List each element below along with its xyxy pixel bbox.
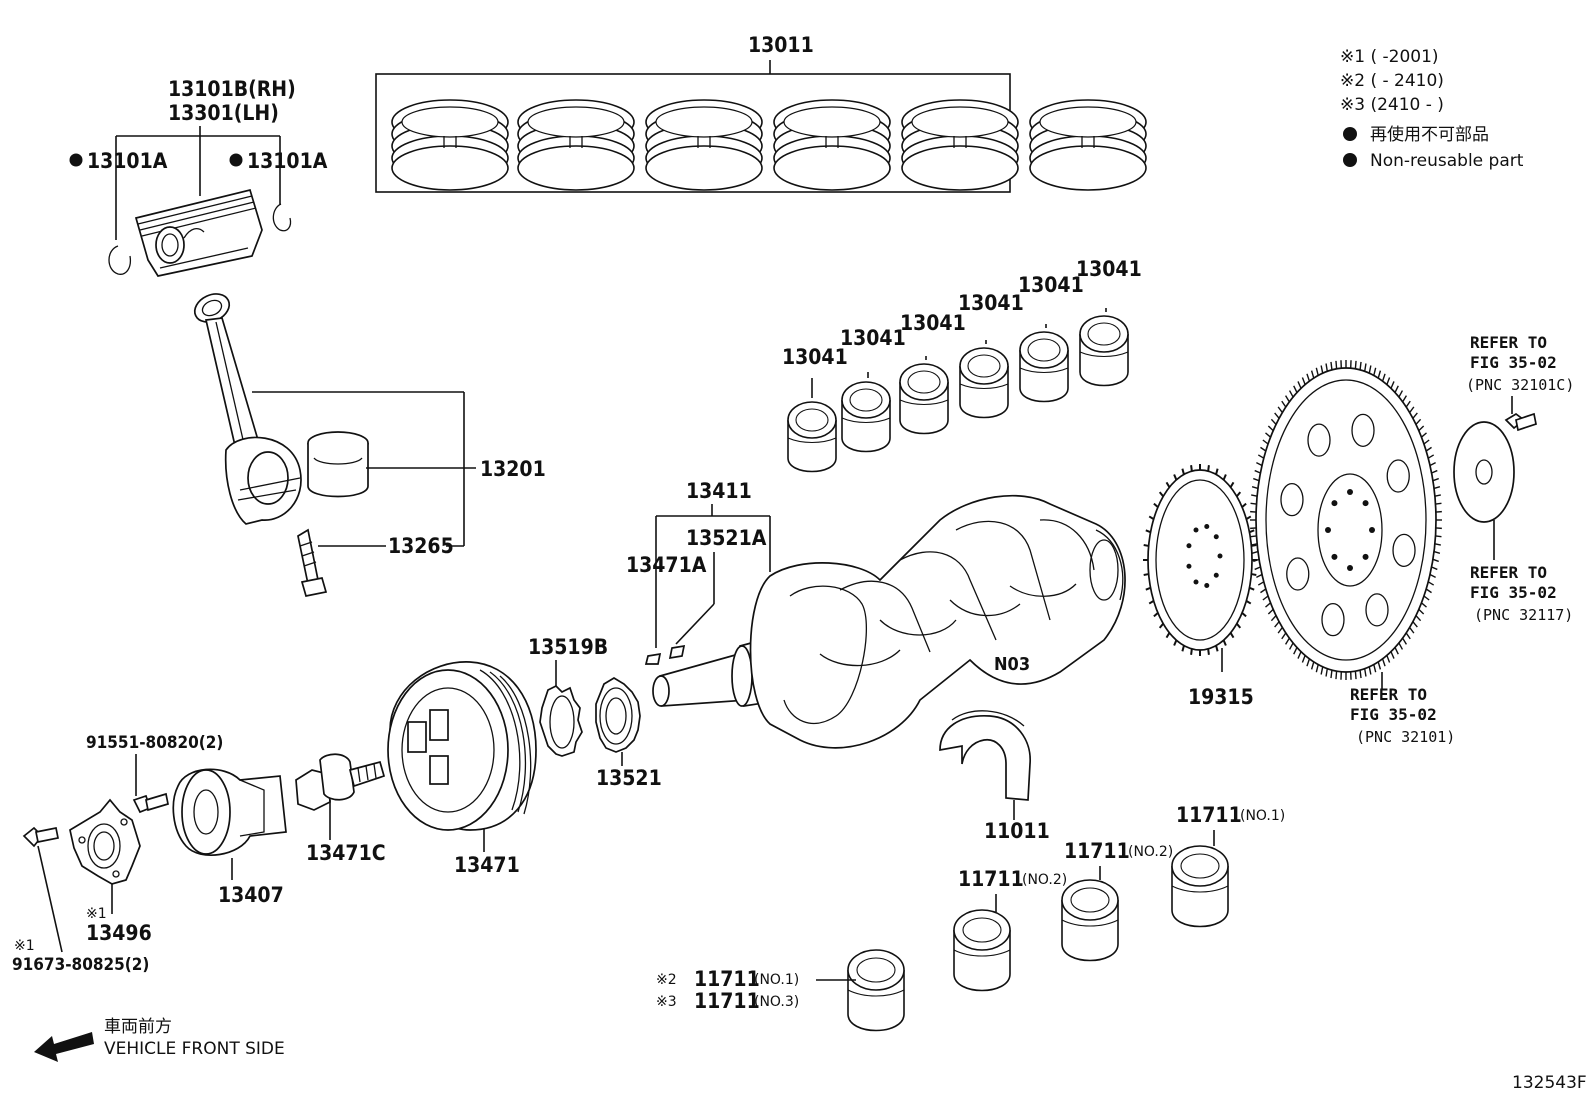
drive-plate-illustration: 19315 REFER TO FIG 35-02 (PNC 32101C) RE…	[1143, 333, 1574, 746]
non-reusable-dot-icon	[1343, 153, 1357, 167]
no2-right: (NO.2)	[1128, 844, 1173, 860]
keys-and-gears-illustration: 13411 13521A 13471A 13519B 13521	[528, 479, 771, 790]
legend: ※1 ( -2001) ※2 ( - 2410) ※3 (2410 - ) 再使…	[1340, 47, 1524, 171]
part-13496-label[interactable]: 13496	[86, 921, 152, 945]
part-19315-label[interactable]: 19315	[1188, 685, 1254, 709]
part-13101a-left-label[interactable]: 13101A	[87, 149, 168, 173]
part-13011-label[interactable]: 13011	[748, 33, 814, 57]
crank-pulley-illustration: 13471	[387, 661, 537, 877]
non-reusable-dot-icon	[1343, 127, 1357, 141]
piston-illustration: 13101B(RH) 13301(LH) 13101A 13101A	[69, 77, 328, 277]
part-13519b-label[interactable]: 13519B	[528, 635, 608, 659]
part-13041-label-3[interactable]: 13041	[900, 311, 966, 335]
bearing-shell	[899, 356, 949, 435]
part-11011-label[interactable]: 11011	[984, 819, 1050, 843]
part-11711-no2-left-label[interactable]: 11711	[958, 867, 1024, 891]
main-bearing-shell	[953, 909, 1011, 992]
part-13407-label[interactable]: 13407	[218, 883, 284, 907]
figure-id: 132543F	[1512, 1073, 1587, 1093]
refer-2-fig[interactable]: FIG 35-02	[1470, 583, 1557, 602]
crank-bearings-13041-illustration: 13041 13041 13041 13041 13041 13041	[782, 257, 1142, 473]
piston-ring-set	[645, 99, 763, 191]
pulley-bolt-illustration: 13471C	[295, 753, 386, 865]
no1-top: (NO.1)	[1240, 808, 1285, 824]
refer-3-fig[interactable]: FIG 35-02	[1350, 705, 1437, 724]
part-13101a-right-label[interactable]: 13101A	[247, 149, 328, 173]
part-11711-s3-label[interactable]: 11711	[694, 989, 760, 1013]
piston-ring-set	[773, 99, 891, 191]
bearing-shell	[1079, 308, 1129, 387]
connecting-rod-illustration: 13201 13265	[193, 293, 546, 597]
no1-bottom: (NO.1)	[754, 972, 799, 988]
part-91551-label[interactable]: 91551-80820(2)	[86, 733, 223, 753]
front-label-en: VEHICLE FRONT SIDE	[104, 1039, 285, 1059]
part-11711-no2-right-label[interactable]: 11711	[1064, 839, 1130, 863]
marker-s1-91673: ※1	[14, 938, 35, 954]
part-13471a-label[interactable]: 13471A	[626, 553, 707, 577]
legend-s1: ※1 ( -2001)	[1340, 47, 1439, 67]
non-reusable-dot-icon	[229, 153, 243, 167]
refer-1-title: REFER TO	[1470, 333, 1547, 352]
refer-1-pnc: (PNC 32101C)	[1466, 376, 1574, 394]
part-13471c-label[interactable]: 13471C	[306, 841, 386, 865]
refer-2-pnc: (PNC 32117)	[1474, 606, 1573, 624]
part-13471-label[interactable]: 13471	[454, 853, 520, 877]
front-label-jp: 車両前方	[104, 1017, 172, 1037]
front-arrow-icon	[34, 1032, 94, 1062]
non-reusable-dot-icon	[69, 153, 83, 167]
bearing-shell	[959, 340, 1009, 419]
part-13521a-label[interactable]: 13521A	[686, 526, 767, 550]
marker-s1-13496: ※1	[86, 906, 107, 922]
refer-3-pnc: (PNC 32101)	[1356, 728, 1455, 746]
part-11711-no1-top-label[interactable]: 11711	[1176, 803, 1242, 827]
pulley-hub-illustration: 13407	[172, 768, 287, 907]
part-13041-label-1[interactable]: 13041	[782, 345, 848, 369]
thrust-washer-illustration: 11011	[939, 710, 1050, 843]
legend-s3: ※3 (2410 - )	[1340, 95, 1444, 115]
legend-non-reusable-jp: 再使用不可部品	[1370, 124, 1489, 145]
refer-1-fig[interactable]: FIG 35-02	[1470, 353, 1557, 372]
part-13041-label-2[interactable]: 13041	[840, 326, 906, 350]
part-13201-label[interactable]: 13201	[480, 457, 546, 481]
part-13411-label[interactable]: 13411	[686, 479, 752, 503]
piston-ring-set	[517, 99, 635, 191]
main-bearing-shell	[1061, 879, 1119, 962]
part-91673-label[interactable]: 91673-80825(2)	[12, 955, 149, 975]
part-13265-label[interactable]: 13265	[388, 534, 454, 558]
vehicle-front-indicator: 車両前方 VEHICLE FRONT SIDE	[34, 1017, 285, 1062]
refer-3-title: REFER TO	[1350, 685, 1427, 704]
part-13041-label-6[interactable]: 13041	[1076, 257, 1142, 281]
bearing-shell	[1019, 324, 1069, 403]
part-13041-label-5[interactable]: 13041	[1018, 273, 1084, 297]
piston-rings-illustration: 13011	[375, 33, 1147, 193]
crankshaft-illustration: N03	[652, 494, 1126, 749]
marker-s3: ※3	[656, 994, 677, 1010]
n03-label: N03	[994, 654, 1030, 675]
part-13041-label-4[interactable]: 13041	[958, 291, 1024, 315]
legend-s2: ※2 ( - 2410)	[1340, 71, 1444, 91]
bearing-shell	[787, 378, 837, 473]
no2-left: (NO.2)	[1022, 872, 1067, 888]
main-bearing-shell	[847, 949, 905, 1032]
main-bearing-shell	[1171, 845, 1229, 928]
plate-and-bolts-illustration: 91551-80820(2) ※1 13496 ※1 91673-80825(2…	[12, 733, 223, 975]
refer-2-title: REFER TO	[1470, 563, 1547, 582]
piston-ring-set	[901, 99, 1019, 191]
part-11711-s2-label[interactable]: 11711	[694, 967, 760, 991]
legend-non-reusable-en: Non-reusable part	[1370, 151, 1524, 171]
no3-bottom: (NO.3)	[754, 994, 799, 1010]
main-bearings-illustration: 11711 (NO.1) 11711 (NO.2) 11711 (NO.2) ※…	[656, 803, 1285, 1032]
part-13301-label[interactable]: 13301(LH)	[168, 101, 279, 125]
part-13101b-label[interactable]: 13101B(RH)	[168, 77, 296, 101]
part-13521-label[interactable]: 13521	[596, 766, 662, 790]
bearing-shell	[841, 372, 891, 453]
marker-s2: ※2	[656, 972, 677, 988]
piston-ring-set	[1029, 99, 1147, 191]
piston-ring-set	[391, 99, 509, 191]
